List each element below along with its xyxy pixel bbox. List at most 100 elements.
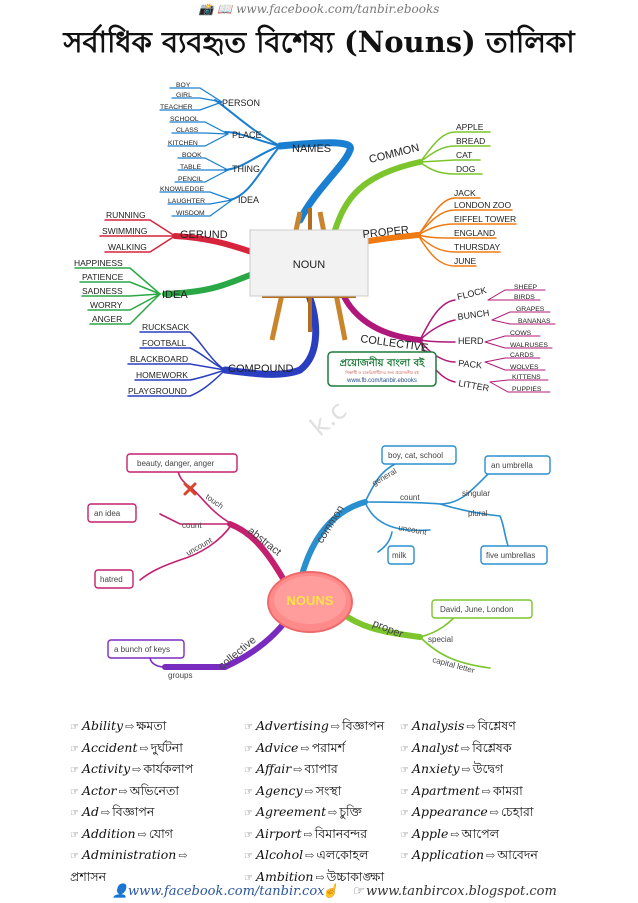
proper-label: PROPER [362, 224, 410, 241]
bullet-icon: ☞ [70, 765, 79, 776]
list-item: ☞Ambition⇨উচ্চাকাঙ্ক্ষা [244, 868, 385, 884]
leaf: CARDS [510, 352, 534, 359]
leaf: GIRL [176, 92, 192, 99]
gerund-label: GERUND [180, 229, 228, 241]
list-item: ☞Advertising⇨বিজ্ঞাপন [244, 718, 385, 733]
list-item: ☞Anxiety⇨উদ্বেগ [400, 761, 504, 776]
leaf: RUCKSACK [142, 322, 190, 332]
list-item: ☞Appearance⇨চেহারা [400, 804, 534, 819]
list-item: ☞Analysis⇨বিশ্লেষণ [400, 718, 516, 733]
list-item: ☞Activity⇨কার্যকলাপ [70, 761, 194, 776]
plural-label: plural [468, 509, 488, 518]
leaf: BANANAS [518, 318, 551, 325]
compound-label: COMPOUND [228, 363, 293, 375]
footer: 👤 www.facebook.com/tanbir.cox ☝ ☞ www.ta… [0, 882, 638, 902]
leaf: LAUGHTER [168, 198, 205, 205]
list-item: ☞Airport⇨বিমানবন্দর [244, 825, 368, 841]
leaf: BREAD [456, 136, 485, 146]
herd-label: HERD [458, 336, 484, 346]
leaf: WISDOM [176, 210, 205, 217]
bullet-icon: ☞ [244, 851, 253, 862]
leaf: BLACKBOARD [130, 354, 188, 364]
litter-label: LITTER [458, 378, 491, 393]
bullet-icon: ☞ [244, 829, 253, 841]
leaf: SADNESS [82, 286, 123, 296]
leaf: HOMEWORK [136, 370, 188, 380]
leaf: RUNNING [106, 210, 146, 220]
leaf: PUPPIES [512, 386, 542, 393]
bullet-icon: ☞ [70, 786, 79, 798]
uncount-label-common: uncount [398, 523, 428, 537]
common-label-2: common [314, 503, 347, 545]
list-item: ☞Application⇨আবেদন [400, 847, 538, 862]
easel-icon [249, 208, 369, 341]
person-label: PERSON [222, 98, 260, 108]
vocab-column-2: ☞Advertising⇨বিজ্ঞাপন ☞Advice⇨পরামর্শ ☞A… [244, 716, 384, 888]
leaf: PATIENCE [82, 272, 124, 282]
uncount-example-abstract: hatred [100, 575, 123, 584]
leaf: BIRDS [514, 294, 535, 301]
list-item: ☞Accident⇨দুর্ঘটনা [70, 739, 183, 755]
leaf: KITTENS [512, 374, 541, 381]
list-item: ☞Agency⇨সংস্থা [244, 782, 342, 798]
leaf: SHEEP [514, 284, 538, 291]
bullet-icon: ☞ [400, 808, 409, 819]
bullet-icon: ☞ [400, 786, 409, 798]
names-label: NAMES [292, 143, 331, 155]
place-label: PLACE [232, 130, 262, 140]
leaf: LONDON ZOO [454, 200, 512, 210]
special-example: David, June, London [440, 605, 513, 614]
stamp-badge: প্রয়োজনীয় বাংলা বই শিক্ষার্থী ও চাকরিপ… [327, 351, 437, 387]
groups-example: a bunch of keys [114, 645, 170, 654]
footer-blog-link[interactable]: www.tanbircox.blogspot.com [366, 884, 557, 899]
singular-label: singular [462, 489, 490, 498]
bullet-icon: ☞ [400, 829, 409, 841]
list-item: ☞Analyst⇨বিশ্লেষক [400, 739, 512, 755]
list-item: ☞Administration⇨প্রশাসন [70, 847, 188, 884]
leaf: JUNE [454, 256, 477, 266]
leaf: JACK [454, 188, 476, 198]
leaf: APPLE [456, 122, 484, 132]
leaf: PLAYGROUND [128, 386, 187, 396]
stamp-url: www.fb.com/tanbir.ebooks [346, 378, 417, 384]
leaf: TABLE [180, 164, 201, 171]
header-url-bar: 📸 📖 www.facebook.com/tanbir.ebooks [0, 0, 638, 18]
touch-example: beauty, danger, anger [137, 459, 215, 468]
uncount-example-common: milk [392, 551, 407, 560]
special-label: special [428, 635, 453, 644]
list-item: ☞Apple⇨আপেল [400, 825, 500, 841]
list-item: ☞Alcohol⇨এলকোহল [244, 847, 369, 862]
leaf: ENGLAND [454, 228, 495, 238]
bullet-icon: ☞ [70, 829, 79, 841]
leaf: THURSDAY [454, 242, 500, 252]
leaf: FOOTBALL [142, 338, 187, 348]
globe-icon: ☞ [352, 884, 364, 899]
bullet-icon: ☞ [244, 765, 253, 776]
bullet-icon: ☞ [400, 765, 409, 776]
leaf: DOG [456, 164, 475, 174]
bullet-icon: ☞ [244, 786, 253, 798]
leaf: CLASS [176, 127, 199, 134]
leaf: BOY [176, 82, 191, 89]
idea-label: IDEA [162, 289, 188, 301]
list-item: ☞Affair⇨ব্যাপার [244, 761, 338, 776]
bullet-icon: ☞ [400, 722, 409, 733]
stamp-title: প্রয়োজনীয় বাংলা বই [340, 355, 426, 369]
bullet-icon: ☞ [70, 808, 79, 819]
bullet-icon: ☞ [400, 851, 409, 862]
header-url[interactable]: www.facebook.com/tanbir.ebooks [236, 2, 440, 16]
leaf: BOOK [182, 152, 202, 159]
leaf: EIFFEL TOWER [454, 214, 516, 224]
page-title: সর্বাধিক ব্যবহৃত বিশেষ্য (Nouns) তালিকা [63, 25, 575, 59]
nouns-mind-map: NOUNS abstract touch count uncount beaut… [87, 445, 551, 680]
map1-center-label: NOUN [293, 259, 325, 271]
proper-label-2: proper [371, 618, 405, 641]
thing-label: THING [232, 164, 260, 174]
leaf: WALRUSES [510, 342, 548, 349]
plural-example: five umbrellas [486, 551, 535, 560]
bullet-icon: ☞ [244, 722, 253, 733]
leaf: ANGER [92, 314, 122, 324]
footer-facebook-link[interactable]: www.facebook.com/tanbir.cox [128, 884, 325, 899]
bullet-icon: ☞ [244, 743, 253, 755]
singular-example: an umbrella [491, 461, 533, 470]
